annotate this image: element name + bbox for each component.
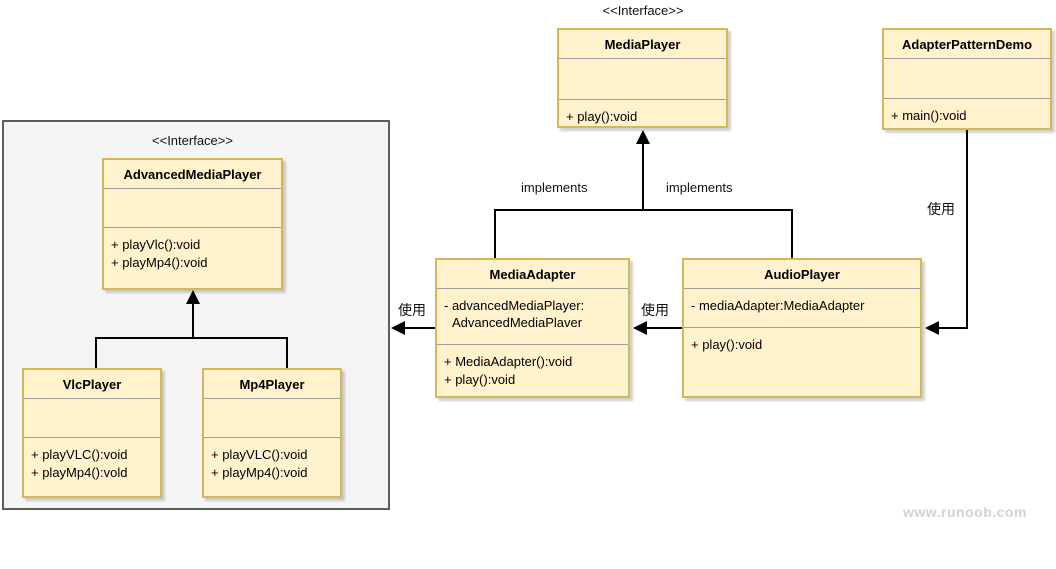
attributes-section: - mediaAdapter:MediaAdapter xyxy=(684,288,920,327)
class-title: Mp4Player xyxy=(239,376,305,392)
class-title: AudioPlayer xyxy=(764,266,840,282)
attributes-section xyxy=(204,398,340,437)
attributes-section xyxy=(104,188,281,227)
attributes-section xyxy=(884,58,1050,98)
class-title: AdapterPatternDemo xyxy=(901,36,1033,52)
class-title: MediaAdapter xyxy=(489,266,576,282)
class-title: VlcPlayer xyxy=(62,376,122,392)
methods-section: + play():void xyxy=(684,327,920,396)
usage-label-demo: 使用 xyxy=(927,201,955,217)
methods-section: + playVLC():void + playMp4():void xyxy=(204,437,340,496)
method: + main():void xyxy=(891,108,967,123)
class-advanced-media-player: AdvancedMediaPlayer + playVlc():void + p… xyxy=(102,158,283,290)
method: + playMp4():void xyxy=(211,465,308,480)
methods-section: + playVLC():void + playMp4():vold xyxy=(24,437,160,496)
attributes-section xyxy=(24,398,160,437)
attribute: - advancedMediaPlayer: xyxy=(444,298,585,313)
method: + play():void xyxy=(566,109,638,124)
methods-section: + playVlc():void + playMp4():void xyxy=(104,227,281,288)
class-audio-player: AudioPlayer - mediaAdapter:MediaAdapter … xyxy=(682,258,922,398)
attribute-continuation: AdvancedMediaPlaver xyxy=(452,315,583,330)
implements-arrowhead xyxy=(636,130,650,144)
methods-section: + play():void xyxy=(559,99,726,126)
class-vlc-player: VlcPlayer + playVLC():void + playMp4():v… xyxy=(22,368,162,498)
class-media-player: MediaPlayer + play():void xyxy=(557,28,728,128)
class-title: MediaPlayer xyxy=(604,36,681,52)
implements-rails xyxy=(494,209,793,258)
implements-label-left: implements xyxy=(521,180,588,195)
attributes-section xyxy=(559,58,726,99)
method: + playMp4():vold xyxy=(31,465,128,480)
interface-stereotype-advancedmediaplayer: <<Interface>> xyxy=(152,133,233,148)
methods-section: + MediaAdapter():void + play():void xyxy=(437,344,628,396)
method: + playVLC():void xyxy=(211,447,308,462)
implements-label-right: implements xyxy=(666,180,733,195)
inheritance-arrowhead xyxy=(186,290,200,304)
class-media-adapter: MediaAdapter - advancedMediaPlayer: Adva… xyxy=(435,258,630,398)
method: + playVlc():void xyxy=(111,237,201,252)
attribute: - mediaAdapter:MediaAdapter xyxy=(691,298,865,313)
usage-demo-arrowhead xyxy=(925,321,939,335)
attributes-section: - advancedMediaPlayer: AdvancedMediaPlav… xyxy=(437,288,628,344)
inheritance-rails xyxy=(95,337,288,368)
class-title: AdvancedMediaPlayer xyxy=(123,166,262,182)
usage-adapter-arrowhead xyxy=(391,321,405,335)
class-mp4-player: Mp4Player + playVLC():void + playMp4():v… xyxy=(202,368,342,498)
usage-label-media-adapter: 使用 xyxy=(398,302,426,318)
method: + play():void xyxy=(444,372,516,387)
usage-demo-shaft xyxy=(937,130,968,329)
usage-audio-arrowhead xyxy=(633,321,647,335)
interface-stereotype-mediaplayer: <<Interface>> xyxy=(602,3,684,18)
method: + playMp4():void xyxy=(111,255,208,270)
class-adapter-pattern-demo: AdapterPatternDemo + main():void xyxy=(882,28,1052,130)
method: + playVLC():void xyxy=(31,447,128,462)
usage-label-audio-player: 使用 xyxy=(641,302,669,318)
method: + MediaAdapter():void xyxy=(444,354,573,369)
watermark: www.runoob.com xyxy=(903,504,1027,520)
method: + play():void xyxy=(691,337,763,352)
methods-section: + main():void xyxy=(884,98,1050,128)
